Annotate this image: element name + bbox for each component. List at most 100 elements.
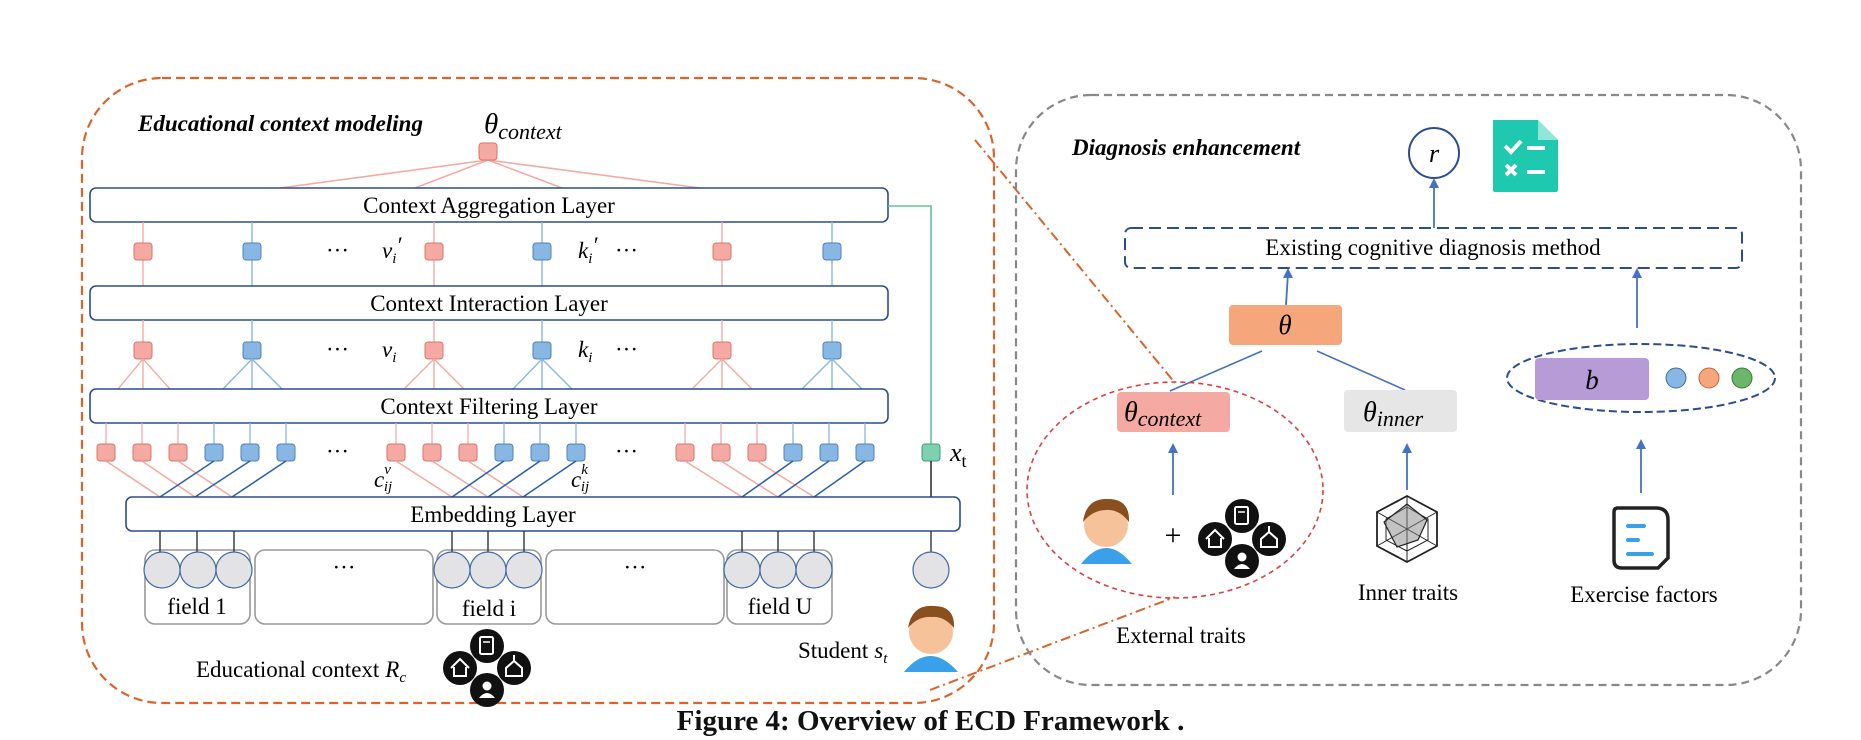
row3-node-blue — [204, 443, 224, 462]
right-panel-frame — [1014, 93, 1803, 687]
filter-to-row3-lines — [105, 423, 866, 444]
row3-nodes — [96, 443, 941, 462]
plus-sign: + — [1165, 519, 1182, 552]
field-1-label: field 1 — [167, 594, 226, 619]
row2-ellipsis-right: ··· — [615, 337, 638, 362]
row2-ellipsis-left: ··· — [326, 337, 349, 362]
interaction-layer-label: Context Interaction Layer — [370, 291, 608, 316]
filtering-layer-box — [89, 388, 889, 424]
row3-node-pink — [458, 443, 478, 462]
row1-node-pink — [424, 242, 444, 261]
field-i-circle — [469, 551, 507, 589]
row3-ellipsis-left: ··· — [326, 439, 349, 464]
row2-fan-lines — [117, 358, 863, 390]
row1-v-prime: vi′ — [382, 233, 402, 267]
row1-node-pink — [712, 242, 732, 261]
right-panel-title: Diagnosis enhancement — [1071, 135, 1301, 160]
theta-to-context-line — [1169, 350, 1263, 392]
embedding-to-field-lines — [159, 531, 932, 553]
exercise-factors-ellipse — [1506, 343, 1776, 413]
row3-node-pink — [747, 443, 767, 462]
theta-to-inner-line — [1316, 350, 1406, 391]
theta-box — [1229, 305, 1342, 345]
exercise-factors-label: Exercise factors — [1570, 582, 1718, 607]
theta-context-label: θcontext — [1124, 397, 1202, 431]
aggregation-layer-label: Context Aggregation Layer — [363, 193, 615, 218]
field-circles — [143, 551, 950, 589]
field-U-circle — [759, 551, 797, 589]
row3-node-blue — [530, 443, 550, 462]
row3-node-pink — [168, 443, 188, 462]
int-to-row2-lines — [142, 320, 833, 343]
filtering-layer-label: Context Filtering Layer — [380, 394, 598, 419]
theta-inner-label: θinner — [1363, 397, 1424, 431]
row1-nodes — [133, 242, 842, 261]
theta-inner-box — [1344, 390, 1457, 432]
field-U-circle — [795, 551, 833, 589]
context-icon-cluster-left — [443, 629, 531, 707]
row1-ellipsis-right: ··· — [615, 238, 638, 263]
row3-node-pink — [132, 443, 152, 462]
row3-node-blue — [783, 443, 803, 462]
field-1-circle — [179, 551, 217, 589]
row3-node-blue — [819, 443, 839, 462]
figure-caption: Figure 4: Overview of ECD Framework . — [676, 705, 1185, 737]
field-1-circle — [143, 551, 181, 589]
row1-k-prime: ki′ — [578, 233, 598, 267]
cognitive-diagnosis-method-label: Existing cognitive diagnosis method — [1265, 235, 1601, 260]
context-icon-cluster-right — [1198, 499, 1286, 578]
radar-chart-icon — [1376, 494, 1438, 564]
response-r-label: r — [1429, 139, 1440, 168]
row2-node-blue — [242, 341, 262, 360]
factor-dot-green — [1731, 367, 1753, 389]
row3-node-pink — [422, 443, 442, 462]
field-i-label: field i — [462, 596, 516, 621]
row2-k: ki — [578, 337, 592, 366]
row1-node-pink — [133, 242, 153, 261]
row1-node-blue — [532, 242, 552, 261]
row3-node-pink — [386, 443, 406, 462]
row3-node-blue — [855, 443, 875, 462]
book-icon — [470, 629, 504, 663]
field-U-circle — [723, 551, 761, 589]
theta-to-method-arrow — [1285, 272, 1289, 306]
exercise-document-icon — [1612, 506, 1670, 570]
row3-node-pink — [675, 443, 695, 462]
row3-node-blue — [494, 443, 514, 462]
theta-label: θ — [1278, 310, 1291, 340]
theta-context-box — [1117, 392, 1230, 432]
book-icon — [1225, 499, 1259, 533]
row3-node-pink — [96, 443, 116, 462]
embedding-layer-box — [125, 496, 961, 532]
embedding-layer-label: Embedding Layer — [410, 502, 576, 527]
checklist-icon — [1493, 120, 1558, 192]
row1-node-blue — [242, 242, 262, 261]
row1-node-blue — [822, 242, 842, 261]
row2-v: vi — [382, 337, 396, 366]
cognitive-diagnosis-method-box — [1124, 227, 1743, 269]
theta-context-top: θcontext — [484, 108, 563, 144]
field-gap-ellipsis-1: ··· — [333, 555, 356, 580]
row2-node-pink — [712, 341, 732, 360]
row3-ellipsis-right: ··· — [615, 439, 638, 464]
field-U-label: field U — [748, 594, 813, 619]
theta-context-node — [478, 142, 498, 161]
student-avatar-icon — [904, 605, 958, 672]
external-traits-label: External traits — [1116, 623, 1246, 648]
student-circle — [912, 551, 950, 589]
aggregation-layer-box — [89, 187, 889, 223]
b-label: b — [1585, 365, 1599, 395]
row3-node-blue — [566, 443, 586, 462]
external-traits-ellipse — [1026, 381, 1324, 599]
interaction-layer-box — [89, 285, 889, 321]
left-panel-frame — [80, 76, 996, 705]
field-gap-box-1 — [254, 549, 434, 625]
home-icon — [443, 651, 477, 685]
factor-dot-orange — [1698, 367, 1720, 389]
row3-node-pink — [711, 443, 731, 462]
factor-dot-blue — [1665, 367, 1687, 389]
field-gap-box-2 — [545, 549, 725, 625]
